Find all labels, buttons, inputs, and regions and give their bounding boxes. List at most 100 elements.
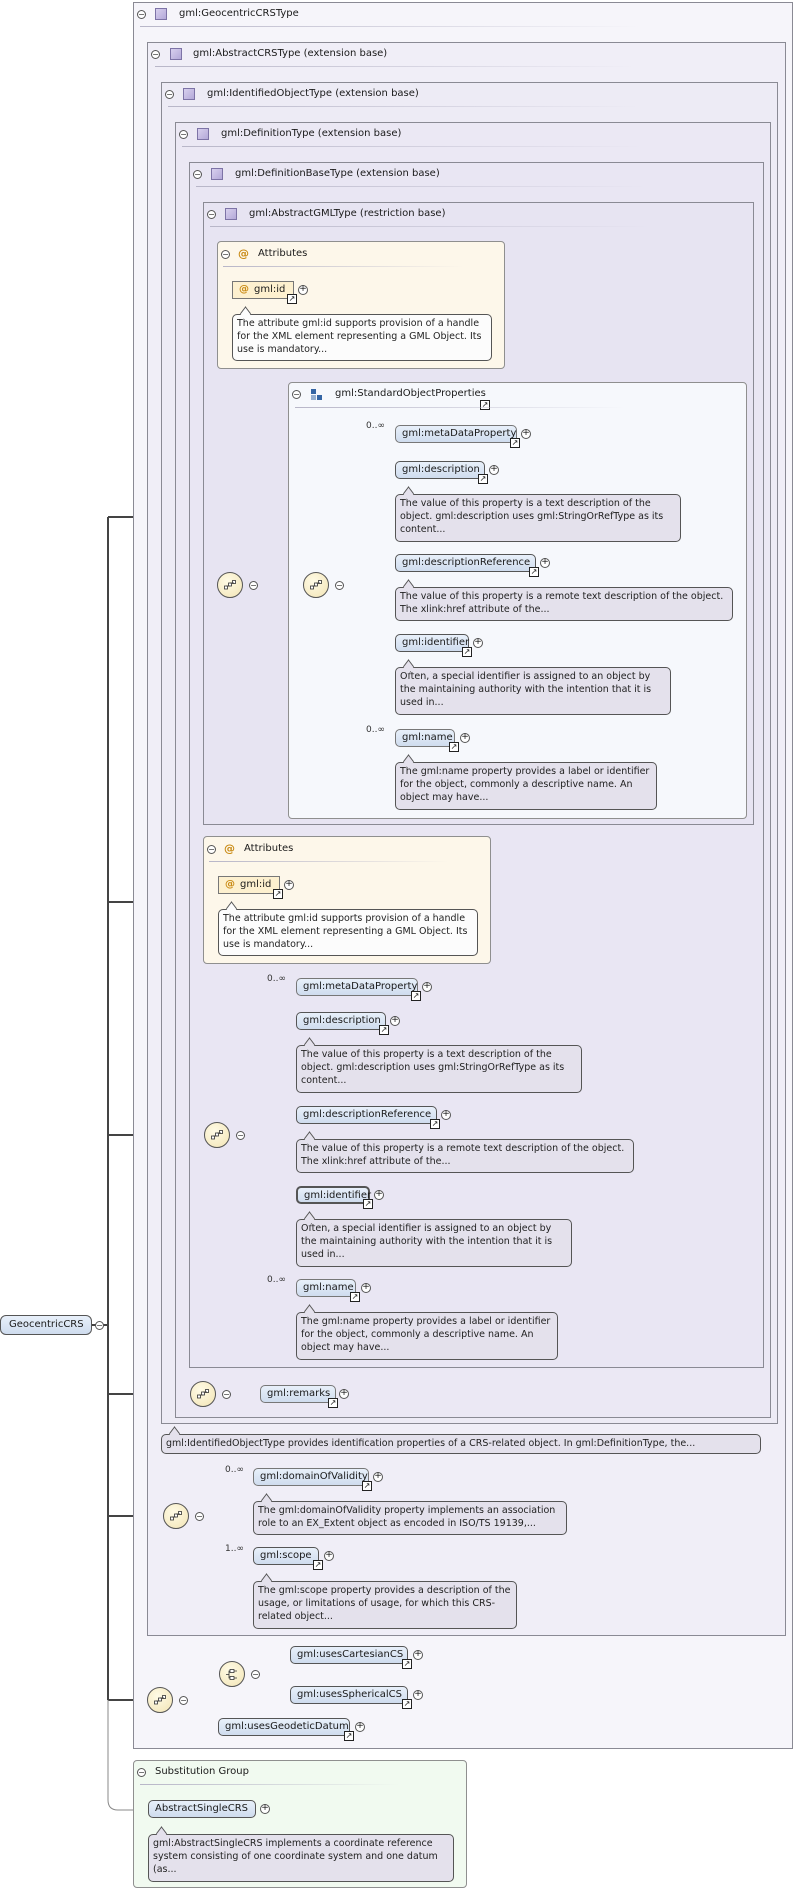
link-arrow-icon[interactable]: ↗ <box>328 1398 338 1408</box>
cardinality-label: 0..∞ <box>366 725 385 735</box>
type-title-identified-object: gml:IdentifiedObjectType (extension base… <box>207 88 419 99</box>
element-scope[interactable]: gml:scope <box>253 1547 319 1565</box>
link-arrow-icon[interactable]: ↗ <box>379 1025 389 1035</box>
expand-icon[interactable]: + <box>413 1689 423 1700</box>
choice-compositor-icon[interactable] <box>219 1661 245 1687</box>
attributes-label: Attributes <box>244 843 294 854</box>
expand-icon[interactable]: + <box>390 1015 400 1026</box>
collapse-toggle[interactable]: − <box>292 390 301 399</box>
element-abstract-single-crs[interactable]: AbstractSingleCRS <box>148 1800 256 1818</box>
element-metadata-property[interactable]: gml:metaDataProperty <box>296 978 418 996</box>
element-doc: The gml:name property provides a label o… <box>296 1312 558 1360</box>
expand-icon[interactable]: + <box>298 284 308 295</box>
element-description[interactable]: gml:description <box>395 461 485 479</box>
link-arrow-icon[interactable]: ↗ <box>287 294 297 304</box>
expand-icon[interactable]: + <box>324 1550 334 1561</box>
attribute-gml-id[interactable]: @gml:id <box>232 281 294 299</box>
expand-icon[interactable]: + <box>355 1721 365 1732</box>
link-arrow-icon[interactable]: ↗ <box>362 1481 372 1491</box>
link-arrow-icon[interactable]: ↗ <box>462 647 472 657</box>
expand-icon[interactable]: + <box>373 1471 383 1482</box>
element-metadata-property[interactable]: gml:metaDataProperty <box>395 425 517 443</box>
sequence-compositor-icon[interactable] <box>163 1503 189 1529</box>
element-domain-of-validity[interactable]: gml:domainOfValidity <box>253 1468 369 1486</box>
collapse-toggle[interactable]: − <box>137 10 146 19</box>
attribute-icon: @ <box>239 284 249 295</box>
sequence-compositor-icon[interactable] <box>190 1381 216 1407</box>
collapse-toggle[interactable]: − <box>236 1131 245 1140</box>
expand-icon[interactable]: + <box>521 428 531 439</box>
root-element-geocentric-crs[interactable]: GeocentricCRS <box>0 1315 92 1335</box>
cardinality-label: 0..∞ <box>267 1275 286 1285</box>
collapse-toggle[interactable]: − <box>179 1696 188 1705</box>
cardinality-label: 1..∞ <box>225 1544 244 1554</box>
link-arrow-icon[interactable]: ↗ <box>529 567 539 577</box>
collapse-toggle[interactable]: − <box>137 1768 146 1777</box>
link-arrow-icon[interactable]: ↗ <box>344 1731 354 1741</box>
link-arrow-icon[interactable]: ↗ <box>510 438 520 448</box>
collapse-toggle[interactable]: − <box>179 130 188 139</box>
header-divider <box>210 226 650 227</box>
link-arrow-icon[interactable]: ↗ <box>350 1292 360 1302</box>
expand-icon[interactable]: + <box>540 557 550 568</box>
expand-icon[interactable]: + <box>460 732 470 743</box>
collapse-toggle[interactable]: − <box>222 1390 231 1399</box>
element-identifier[interactable]: gml:identifier <box>296 1186 371 1204</box>
element-doc: Often, a special identifier is assigned … <box>395 667 671 715</box>
link-arrow-icon[interactable]: ↗ <box>478 474 488 484</box>
collapse-toggle[interactable]: − <box>207 210 216 219</box>
sequence-compositor-icon[interactable] <box>147 1687 173 1713</box>
element-description-reference[interactable]: gml:descriptionReference <box>296 1106 437 1124</box>
header-divider <box>155 66 635 67</box>
expand-icon[interactable]: + <box>413 1649 423 1660</box>
link-arrow-icon[interactable]: ↗ <box>273 889 283 899</box>
expand-icon[interactable]: + <box>422 981 432 992</box>
collapse-toggle[interactable]: − <box>193 170 202 179</box>
collapse-toggle[interactable]: − <box>165 90 174 99</box>
element-doc: The value of this property is a remote t… <box>296 1139 634 1173</box>
element-name[interactable]: gml:name <box>296 1279 356 1297</box>
expand-icon[interactable]: + <box>441 1109 451 1120</box>
sequence-compositor-icon[interactable] <box>217 572 243 598</box>
element-name[interactable]: gml:name <box>395 729 455 747</box>
collapse-toggle[interactable]: − <box>251 1670 260 1679</box>
collapse-toggle[interactable]: − <box>95 1321 104 1330</box>
sequence-compositor-icon[interactable] <box>303 572 329 598</box>
collapse-toggle[interactable]: − <box>195 1512 204 1521</box>
link-arrow-icon[interactable]: ↗ <box>430 1119 440 1129</box>
expand-icon[interactable]: + <box>473 637 483 648</box>
link-arrow-icon[interactable]: ↗ <box>313 1560 323 1570</box>
collapse-toggle[interactable]: − <box>221 250 230 259</box>
header-divider <box>295 407 625 408</box>
expand-icon[interactable]: + <box>374 1189 384 1200</box>
complex-type-icon <box>225 208 237 220</box>
collapse-toggle[interactable]: − <box>335 581 344 590</box>
element-description-reference[interactable]: gml:descriptionReference <box>395 554 536 572</box>
link-arrow-icon[interactable]: ↗ <box>363 1199 373 1209</box>
collapse-toggle[interactable]: − <box>207 845 216 854</box>
element-uses-geodetic-datum[interactable]: gml:usesGeodeticDatum <box>218 1718 350 1736</box>
complex-type-icon <box>155 8 167 20</box>
expand-icon[interactable]: + <box>284 879 294 890</box>
attribute-gml-id[interactable]: @gml:id <box>218 876 280 894</box>
expand-icon[interactable]: + <box>361 1282 371 1293</box>
type-title-abstract-crs: gml:AbstractCRSType (extension base) <box>193 48 388 59</box>
expand-icon[interactable]: + <box>339 1388 349 1399</box>
element-description[interactable]: gml:description <box>296 1012 386 1030</box>
cardinality-label: 0..∞ <box>267 974 286 984</box>
attributes-label: Attributes <box>258 248 308 259</box>
collapse-toggle[interactable]: − <box>249 581 258 590</box>
link-arrow-icon[interactable]: ↗ <box>480 400 490 410</box>
collapse-toggle[interactable]: − <box>151 50 160 59</box>
link-arrow-icon[interactable]: ↗ <box>402 1699 412 1709</box>
expand-icon[interactable]: + <box>489 464 499 475</box>
link-arrow-icon[interactable]: ↗ <box>402 1659 412 1669</box>
element-remarks[interactable]: gml:remarks <box>260 1385 336 1403</box>
element-uses-cartesian-cs[interactable]: gml:usesCartesianCS <box>290 1646 408 1664</box>
element-identifier[interactable]: gml:identifier <box>395 634 469 652</box>
link-arrow-icon[interactable]: ↗ <box>411 991 421 1001</box>
element-uses-spherical-cs[interactable]: gml:usesSphericalCS <box>290 1686 408 1704</box>
sequence-compositor-icon[interactable] <box>204 1122 230 1148</box>
expand-icon[interactable]: + <box>260 1803 270 1814</box>
link-arrow-icon[interactable]: ↗ <box>449 742 459 752</box>
